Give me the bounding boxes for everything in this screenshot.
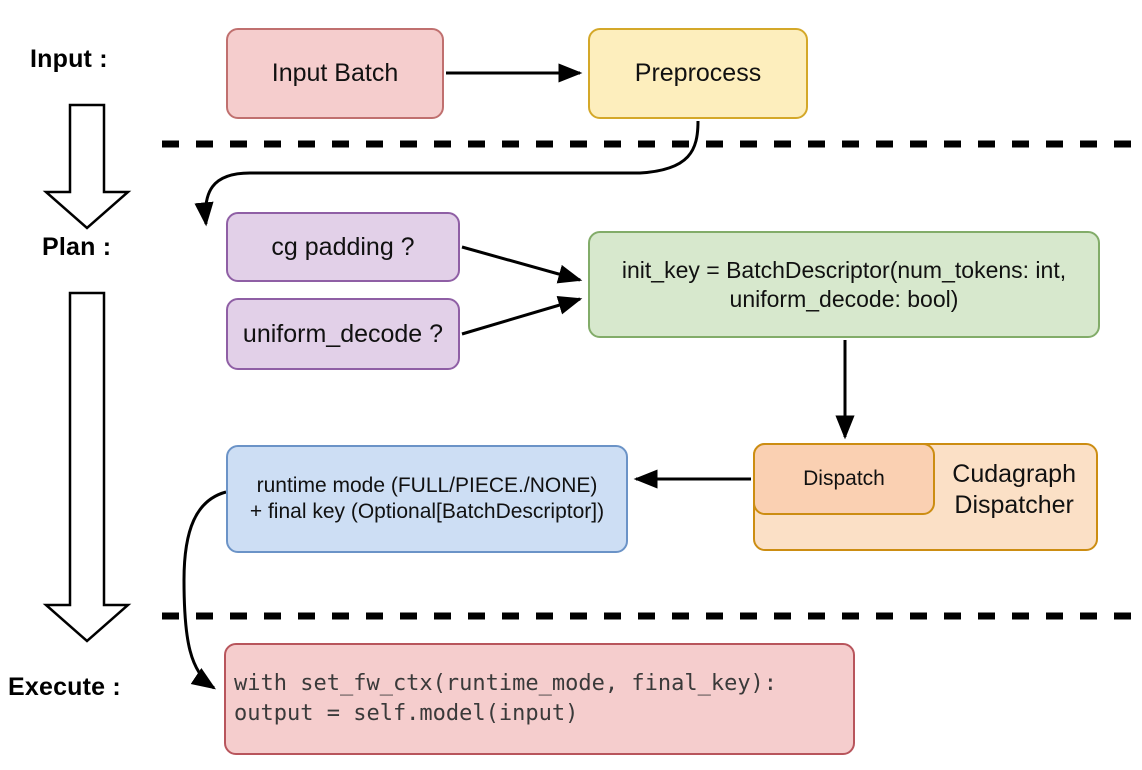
edge-preprocess-to-cg-padding (194, 120, 700, 227)
edge-cg-padding-to-init-key (461, 245, 583, 284)
edge-runtime-mode-to-code (182, 490, 227, 690)
node-code-block[interactable]: with set_fw_ctx(runtime_mode, final_key)… (224, 643, 855, 755)
edge-uniform-decode-to-init-key (461, 295, 583, 336)
node-input-batch[interactable]: Input Batch (226, 28, 444, 119)
stage-label-execute: Execute : (8, 673, 121, 701)
node-dispatch[interactable]: Dispatch (753, 443, 935, 515)
node-uniform-decode[interactable]: uniform_decode ? (226, 298, 460, 370)
node-preprocess[interactable]: Preprocess (588, 28, 808, 119)
stage-label-input: Input : (30, 45, 108, 73)
plan-to-execute-arrow (42, 291, 132, 643)
node-init-key[interactable]: init_key = BatchDescriptor(num_tokens: i… (588, 231, 1100, 338)
stage-label-plan: Plan : (42, 233, 112, 261)
node-runtime-mode[interactable]: runtime mode (FULL/PIECE./NONE) + final … (226, 445, 628, 553)
input-to-plan-arrow (42, 103, 132, 230)
node-cg-padding[interactable]: cg padding ? (226, 212, 460, 282)
